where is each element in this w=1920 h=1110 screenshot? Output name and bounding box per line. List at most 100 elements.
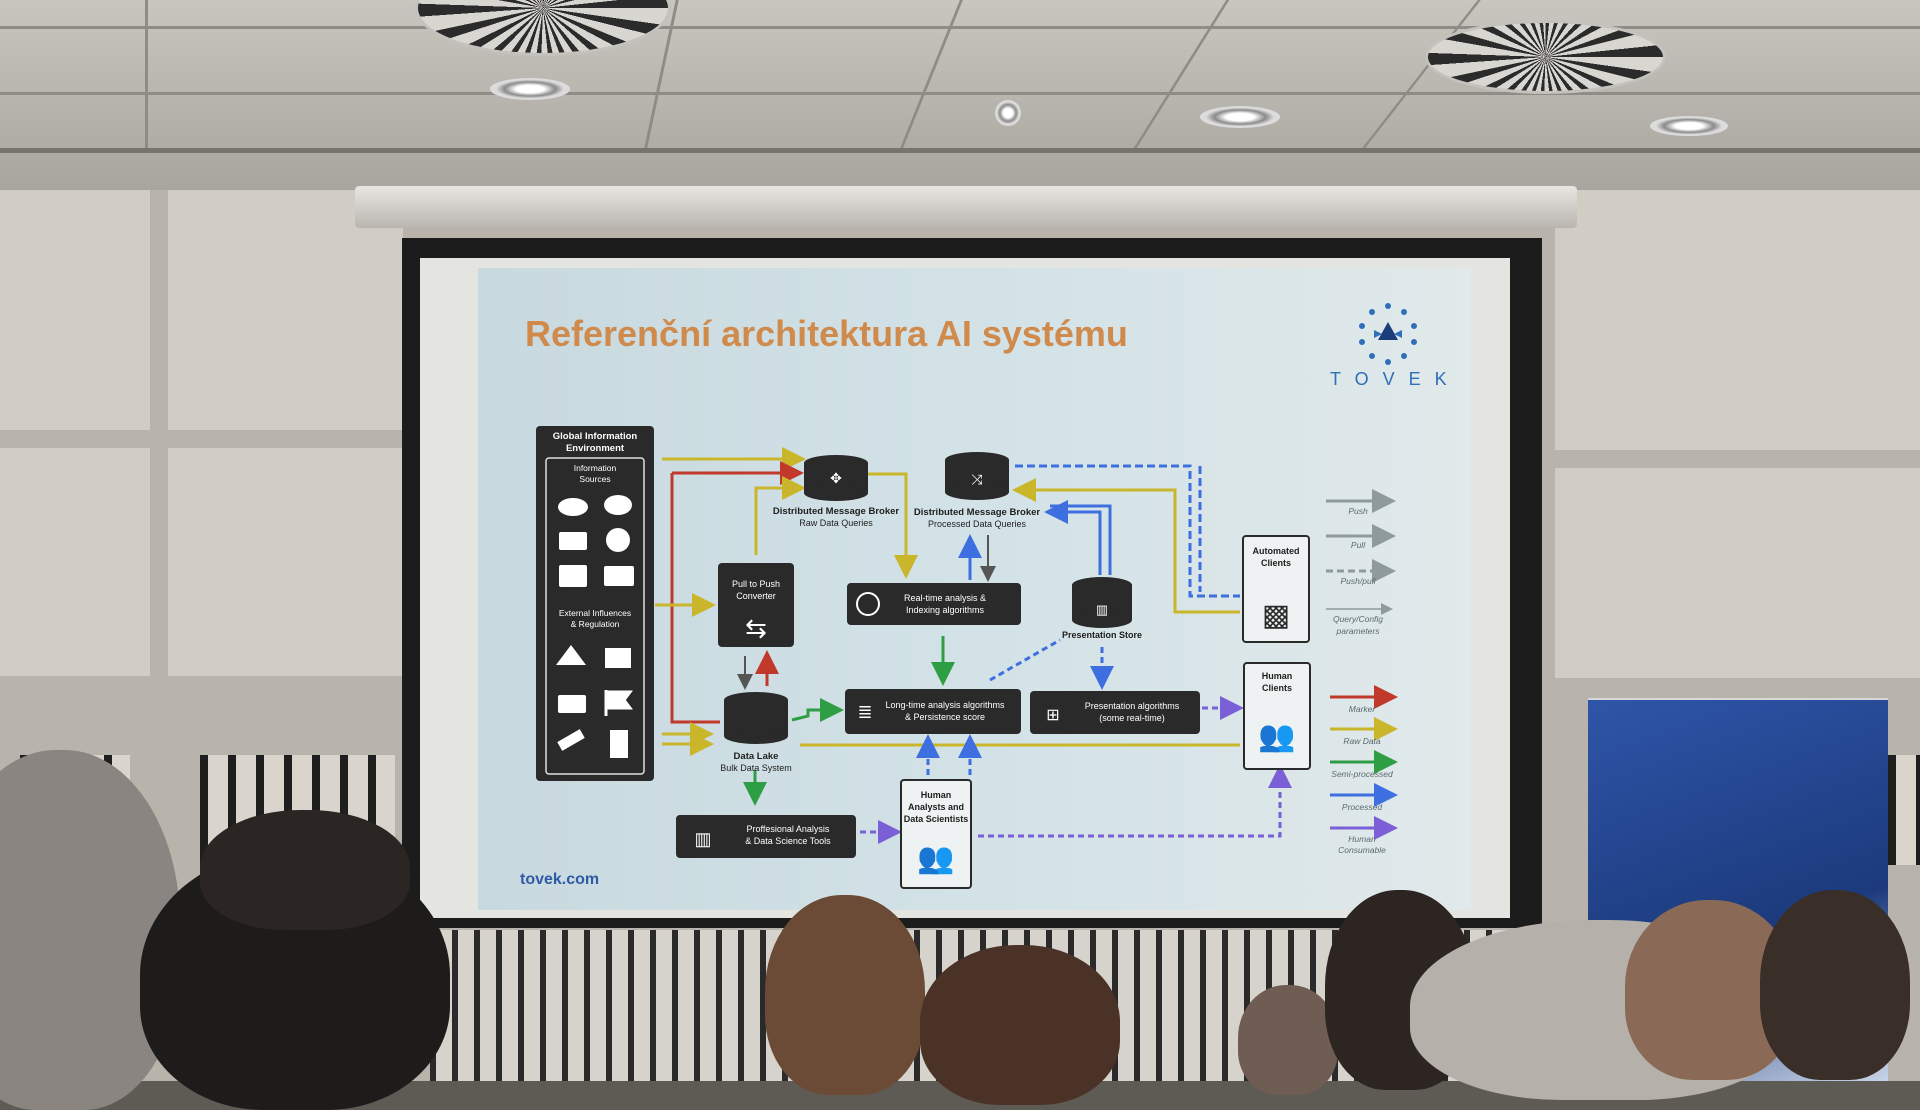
- external-influences-label-1: External Influences: [559, 608, 631, 618]
- raw-data-arrow: [754, 476, 806, 555]
- human-consumable-arrow: [978, 764, 1292, 838]
- cubes-icon: ▩: [1262, 599, 1290, 632]
- bar-chart-icon: ▥: [694, 829, 711, 849]
- semi-processed-arrow: [791, 698, 844, 722]
- ceiling-vent: [1425, 20, 1666, 94]
- briefcase-icon: [558, 695, 586, 713]
- broker-raw-title: Distributed Message Broker: [773, 506, 899, 517]
- longtime-label-1: Long-time analysis algorithms: [885, 700, 1005, 710]
- legend-human-label-2: Consumable: [1338, 845, 1386, 855]
- footer-url: tovek.com: [520, 871, 600, 888]
- broker-raw-icon: [804, 485, 868, 501]
- realtime-label-1: Real-time analysis &: [904, 593, 986, 603]
- legend-pull-label: Pull: [1351, 540, 1366, 550]
- audience-head: [200, 810, 410, 930]
- presentation-store-icon: [1072, 612, 1132, 628]
- push-pull-arrow: [1015, 464, 1240, 598]
- presentation-algos-label-2: (some real-time): [1099, 713, 1165, 723]
- pro-tools-label-2: & Data Science Tools: [745, 836, 831, 846]
- pull-push-label-1: Pull to Push: [732, 579, 780, 589]
- legend-marker-label: Marker: [1349, 704, 1377, 714]
- audience-head: [1238, 985, 1338, 1095]
- shuffle-icon: ⤨: [971, 471, 983, 487]
- legend-raw-data-label: Raw Data: [1343, 736, 1381, 746]
- database-icon: ≣: [857, 702, 872, 722]
- realtime-label-2: Indexing algorithms: [906, 605, 985, 615]
- legend-human-label-1: Human: [1348, 834, 1376, 844]
- wall-panel: [168, 190, 403, 430]
- wall-panel: [1555, 468, 1920, 678]
- global-info-title-2: Environment: [566, 443, 625, 454]
- legend-query-label-1: Query/Config: [1333, 614, 1383, 624]
- chat-icon: [604, 495, 632, 515]
- info-sources-label-2: Sources: [579, 474, 610, 484]
- ceiling-sprinkler: [995, 100, 1021, 126]
- ceiling-light: [1650, 116, 1728, 136]
- broker-raw-subtitle: Raw Data Queries: [799, 518, 873, 528]
- data-lake-subtitle: Bulk Data System: [720, 763, 792, 773]
- broker-processed-title: Distributed Message Broker: [914, 507, 1040, 518]
- human-analysts-box: [900, 779, 972, 889]
- network-icon: ✥: [830, 470, 842, 486]
- legend-processed-label: Processed: [1342, 802, 1382, 812]
- human-clients-label-1: Human: [1262, 671, 1293, 681]
- audience-head: [920, 945, 1120, 1105]
- audience-head: [1760, 890, 1910, 1080]
- global-info-title-1: Global Information: [553, 431, 638, 442]
- presentation-algos-label-1: Presentation algorithms: [1085, 701, 1180, 711]
- wall-panel: [1555, 190, 1920, 450]
- automated-clients-label-2: Clients: [1261, 558, 1291, 568]
- automated-clients-box: [1242, 535, 1310, 643]
- info-sources-label-1: Information: [574, 463, 617, 473]
- human-clients-box: [1243, 662, 1311, 770]
- wall-panel: [168, 448, 403, 676]
- longtime-label-2: & Persistence score: [905, 712, 985, 722]
- people-icon: 👥: [917, 842, 954, 875]
- pull-push-converter-box: [718, 563, 794, 647]
- dashboard-icon: [606, 528, 630, 552]
- professional-tools-box: [676, 815, 856, 858]
- ceiling-seam: [145, 0, 148, 148]
- legend-push-pull-label: Push/pull: [1341, 576, 1377, 586]
- ceiling-seam: [0, 148, 1920, 153]
- wall-panel: [0, 190, 150, 430]
- legend-query-label-2: parameters: [1336, 626, 1381, 636]
- ceiling-light: [490, 78, 570, 100]
- human-clients-label-2: Clients: [1262, 683, 1292, 693]
- legend: Push Pull Push/pull Query/Config paramet…: [1326, 489, 1398, 855]
- data-lake-title: Data Lake: [734, 751, 779, 762]
- ceiling-light: [1200, 106, 1280, 128]
- gavel-icon: [557, 729, 585, 751]
- longtime-analysis-box: [845, 689, 1021, 734]
- presentation-algorithms-box: [1030, 691, 1200, 734]
- raw-data-arrow: [1012, 478, 1240, 614]
- folder-icon: [559, 532, 587, 550]
- legend-push-label: Push: [1348, 506, 1368, 516]
- hierarchy-icon: ⊞: [1046, 707, 1059, 724]
- flag-icon: [604, 690, 633, 716]
- external-influences-label-2: & Regulation: [571, 619, 620, 629]
- pull-push-label-2: Converter: [736, 591, 776, 601]
- cloud-icon: [558, 498, 588, 516]
- mail-icon: [604, 566, 634, 586]
- presentation-store-label: Presentation Store: [1062, 630, 1142, 640]
- archive-icon: [559, 565, 587, 587]
- projector-screen-housing: [355, 186, 1577, 228]
- ceiling-seam: [0, 92, 1920, 95]
- tovek-logo-mark: [1359, 303, 1417, 365]
- automated-clients-label-1: Automated: [1253, 546, 1300, 556]
- legend-semi-processed-label: Semi-processed: [1331, 769, 1393, 779]
- swap-arrows-icon: ⇆: [745, 613, 767, 643]
- marker-arrow: [670, 473, 720, 724]
- realtime-analysis-box: [847, 583, 1021, 625]
- broker-processed-icon: [945, 484, 1009, 500]
- architecture-diagram: Global Information Environment Informati…: [536, 426, 1398, 889]
- building-icon: [610, 730, 628, 758]
- human-analysts-label-1: Human: [921, 790, 952, 800]
- processed-arrow: [1044, 500, 1102, 575]
- ceiling: [0, 0, 1920, 190]
- wall-panel: [0, 448, 150, 676]
- clock-icon: [856, 592, 880, 616]
- bar-chart-icon: ▥: [1096, 602, 1108, 617]
